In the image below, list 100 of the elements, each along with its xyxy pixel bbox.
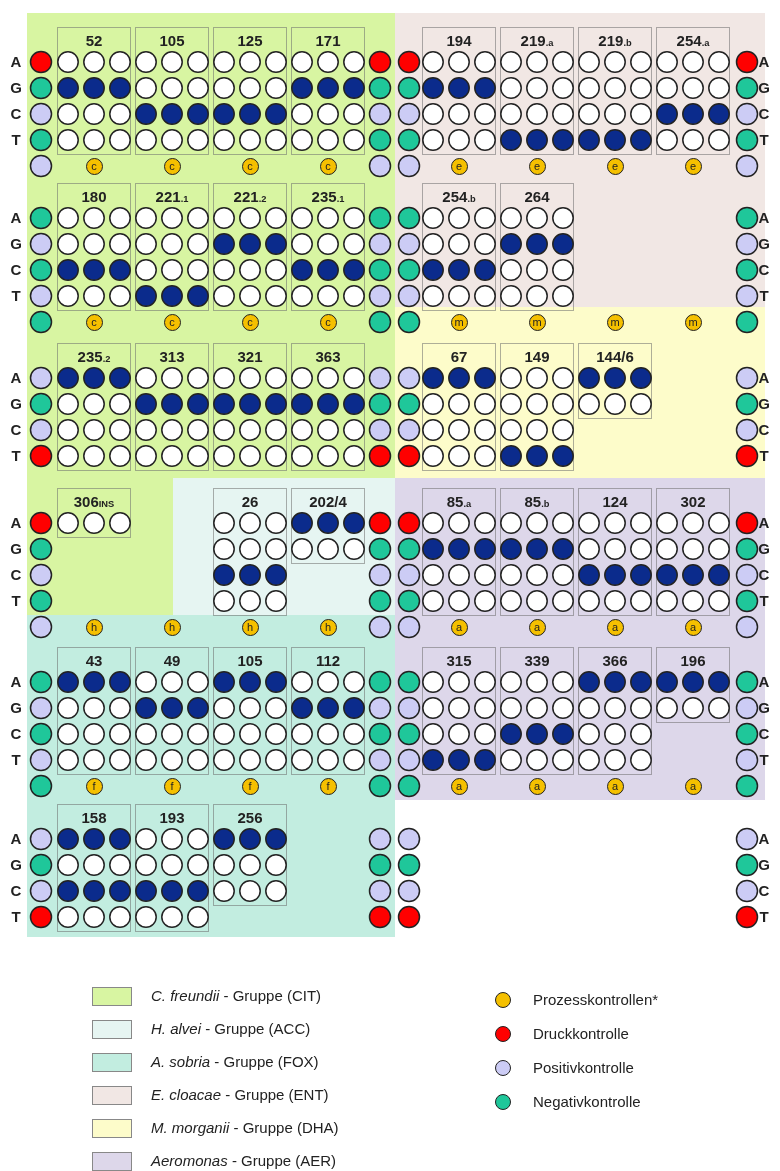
base-label: A xyxy=(9,831,23,847)
probe-box xyxy=(500,343,574,471)
probe-position-label: 158 xyxy=(80,809,108,827)
base-label: C xyxy=(757,106,771,122)
base-label: T xyxy=(758,288,770,304)
probe-position-label: 180 xyxy=(80,188,108,206)
probe-position-label: 124 xyxy=(601,493,629,511)
base-label: G xyxy=(9,80,23,96)
probe-box xyxy=(213,183,287,311)
probe-position-label: 52 xyxy=(84,32,104,50)
probe-position-label: 202/4 xyxy=(308,493,348,511)
base-label: T xyxy=(10,752,22,768)
probe-position-label: 302 xyxy=(679,493,707,511)
base-label: G xyxy=(757,236,771,252)
legend-text: M. morganii - Gruppe (DHA) xyxy=(151,1119,339,1137)
base-label: G xyxy=(9,857,23,873)
probe-box xyxy=(57,27,131,155)
probe-box xyxy=(57,183,131,311)
probe-box xyxy=(500,183,574,311)
probe-position-label: 149 xyxy=(523,348,551,366)
probe-position-label: 194 xyxy=(445,32,473,50)
legend-text: C. freundii - Gruppe (CIT) xyxy=(151,987,322,1005)
probe-box xyxy=(422,488,496,616)
probe-box xyxy=(500,647,574,775)
probe-box xyxy=(57,647,131,775)
probe-position-label: 366 xyxy=(601,652,629,670)
probe-position-label: 313 xyxy=(158,348,186,366)
probe-box xyxy=(291,183,365,311)
base-label: T xyxy=(758,593,770,609)
base-label: A xyxy=(757,674,771,690)
probe-box xyxy=(213,343,287,471)
base-label: G xyxy=(9,541,23,557)
probe-position-label: 26 xyxy=(240,493,260,511)
probe-position-label: 264 xyxy=(523,188,551,206)
base-label: C xyxy=(9,883,23,899)
probe-position-label: 256 xyxy=(236,809,264,827)
probe-position-label: 144/6 xyxy=(595,348,635,366)
base-label: A xyxy=(757,370,771,386)
legend-text: Aeromonas - Gruppe (AER) xyxy=(151,1152,337,1170)
probe-box xyxy=(291,488,365,564)
probe-box xyxy=(578,488,652,616)
probe-box xyxy=(291,27,365,155)
probe-box xyxy=(213,488,287,616)
probe-box xyxy=(135,804,209,932)
probe-box xyxy=(57,343,131,471)
probe-box xyxy=(213,647,287,775)
legend-text: Druckkontrolle xyxy=(533,1025,629,1043)
legend-text: Negativkontrolle xyxy=(533,1093,641,1111)
probe-box xyxy=(213,804,287,906)
probe-box xyxy=(135,27,209,155)
base-label: G xyxy=(9,396,23,412)
probe-position-label: 315 xyxy=(445,652,473,670)
base-label: T xyxy=(758,132,770,148)
probe-box xyxy=(422,343,496,471)
base-label: A xyxy=(757,54,771,70)
base-label: A xyxy=(757,210,771,226)
probe-position-label: 105 xyxy=(158,32,186,50)
probe-box xyxy=(291,647,365,775)
probe-position-label: 105 xyxy=(236,652,264,670)
probe-box xyxy=(135,343,209,471)
legend-text: A. sobria - Gruppe (FOX) xyxy=(151,1053,319,1071)
base-label: G xyxy=(757,80,771,96)
probe-position-label: 67 xyxy=(449,348,469,366)
probe-box xyxy=(213,27,287,155)
base-label: C xyxy=(9,567,23,583)
probe-position-label: 339 xyxy=(523,652,551,670)
base-label: G xyxy=(757,541,771,557)
base-label: T xyxy=(758,448,770,464)
base-label: T xyxy=(758,752,770,768)
base-label: G xyxy=(757,396,771,412)
probe-position-label: 196 xyxy=(679,652,707,670)
base-label: T xyxy=(10,593,22,609)
probe-position-label: 125 xyxy=(236,32,264,50)
base-label: A xyxy=(9,210,23,226)
base-label: C xyxy=(757,883,771,899)
base-label: C xyxy=(9,262,23,278)
probe-position-label: 321 xyxy=(236,348,264,366)
base-label: C xyxy=(757,262,771,278)
probe-box xyxy=(422,647,496,775)
probe-box xyxy=(656,647,730,723)
base-label: C xyxy=(757,726,771,742)
base-label: G xyxy=(757,857,771,873)
probe-box xyxy=(500,488,574,616)
base-label: C xyxy=(757,422,771,438)
base-label: A xyxy=(9,54,23,70)
base-label: A xyxy=(757,831,771,847)
probe-box xyxy=(422,183,496,311)
probe-box xyxy=(57,488,131,538)
probe-box xyxy=(500,27,574,155)
base-label: A xyxy=(9,674,23,690)
base-label: A xyxy=(757,515,771,531)
legend-text: H. alvei - Gruppe (ACC) xyxy=(151,1020,311,1038)
legend-text: E. cloacae - Gruppe (ENT) xyxy=(151,1086,329,1104)
probe-position-label: 193 xyxy=(158,809,186,827)
base-label: T xyxy=(10,909,22,925)
base-label: C xyxy=(9,422,23,438)
probe-box xyxy=(422,27,496,155)
base-label: C xyxy=(757,567,771,583)
probe-box xyxy=(656,488,730,616)
base-label: G xyxy=(9,700,23,716)
